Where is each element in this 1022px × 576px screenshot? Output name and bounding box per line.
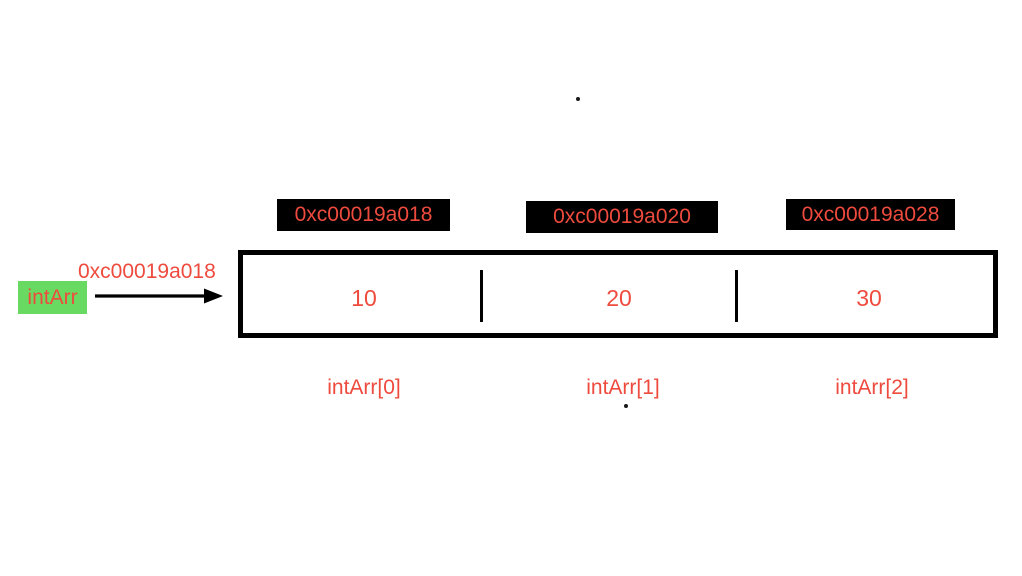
index-label-0: intArr[0] bbox=[327, 376, 401, 399]
address-label-1: 0xc00019a020 bbox=[526, 201, 718, 233]
cell-value-0: 10 bbox=[351, 285, 377, 311]
stray-dot-top bbox=[576, 97, 580, 101]
cell-value-2: 30 bbox=[856, 285, 882, 311]
address-label-1-text: 0xc00019a020 bbox=[553, 205, 691, 228]
variable-box: intArr bbox=[18, 281, 87, 314]
address-label-0: 0xc00019a018 bbox=[277, 199, 450, 231]
cell-value-1: 20 bbox=[606, 285, 632, 311]
address-label-2: 0xc00019a028 bbox=[786, 199, 955, 230]
stray-dot-bottom bbox=[624, 404, 628, 408]
array-rectangle bbox=[238, 250, 998, 338]
address-label-0-text: 0xc00019a018 bbox=[294, 203, 433, 226]
arrowhead-icon bbox=[204, 288, 223, 304]
variable-name-label: intArr bbox=[27, 285, 78, 309]
index-label-2: intArr[2] bbox=[835, 376, 909, 399]
cell-divider-1 bbox=[735, 270, 738, 322]
cell-divider-0 bbox=[480, 270, 483, 322]
pointer-arrow bbox=[95, 288, 223, 304]
pointer-address-label: 0xc00019a018 bbox=[78, 260, 216, 283]
index-label-1: intArr[1] bbox=[586, 376, 660, 399]
address-label-2-text: 0xc00019a028 bbox=[801, 202, 940, 226]
